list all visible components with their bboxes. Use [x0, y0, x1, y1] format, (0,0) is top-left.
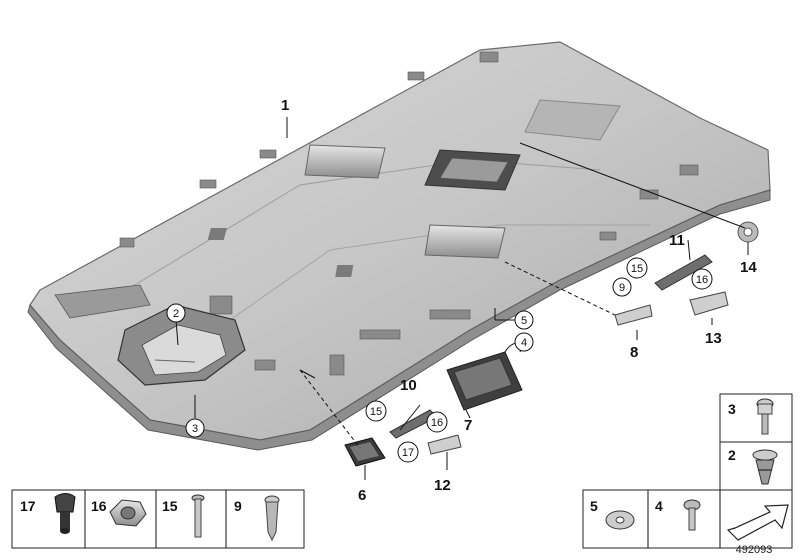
legend-right-column: 3 2 — [719, 393, 793, 491]
leader-lines — [175, 117, 749, 480]
part-8-bracket — [614, 304, 653, 326]
legend-9: 9 — [234, 498, 242, 514]
legend-3: 3 — [728, 401, 736, 417]
legend-2: 2 — [728, 447, 736, 463]
callout-11: 11 — [669, 232, 685, 249]
legend-4: 4 — [655, 498, 663, 514]
fastener-15-screw-icon — [191, 494, 205, 538]
callout-3: 3 — [192, 423, 198, 435]
callout-4: 4 — [521, 337, 527, 349]
fastener-9-screw-icon — [264, 495, 280, 542]
fastener-16-nut-icon — [109, 499, 147, 527]
diagram-id: 492093 — [736, 544, 773, 556]
callout-2: 2 — [173, 308, 179, 320]
fastener-5-washer-icon — [605, 510, 635, 530]
callout-labels: 1 2 3 5 4 6 7 8 9 10 11 12 13 14 15 15 1… — [166, 97, 757, 504]
legend-bottom-left: 17 16 15 9 — [11, 489, 305, 549]
callout-8: 8 — [630, 344, 638, 361]
callout-6: 6 — [358, 487, 366, 504]
part-14-clip-ring — [737, 221, 759, 243]
fastener-2-clip-icon — [752, 449, 778, 485]
callout-5: 5 — [521, 315, 527, 327]
callout-9: 9 — [619, 282, 625, 294]
legend-bottom-right: 5 4 — [582, 489, 793, 549]
legend-15: 15 — [162, 498, 178, 514]
callout-13: 13 — [705, 330, 722, 347]
headliner-panel — [27, 41, 771, 451]
callout-16b: 16 — [431, 417, 443, 429]
callout-15a: 15 — [631, 263, 643, 275]
legend-17: 17 — [20, 498, 36, 514]
callout-16a: 16 — [696, 274, 708, 286]
part-13-bracket — [689, 291, 729, 316]
part-12-bracket — [427, 434, 462, 455]
legend-16: 16 — [91, 498, 107, 514]
callout-1: 1 — [281, 97, 289, 114]
callout-14: 14 — [740, 259, 757, 276]
callout-12: 12 — [434, 477, 451, 494]
legend-5: 5 — [590, 498, 598, 514]
direction-arrow-icon — [726, 504, 789, 541]
callout-17: 17 — [402, 447, 414, 459]
fastener-17-buffer-icon — [54, 493, 76, 534]
part-11-bar — [654, 254, 713, 291]
callout-10: 10 — [400, 377, 417, 394]
fastener-4-screw-icon — [683, 499, 701, 531]
callout-15b: 15 — [370, 406, 382, 418]
part-6-lamp — [344, 437, 386, 467]
callout-7: 7 — [464, 417, 472, 434]
part-7-module — [446, 342, 523, 411]
fastener-3-bolt-icon — [756, 398, 774, 435]
